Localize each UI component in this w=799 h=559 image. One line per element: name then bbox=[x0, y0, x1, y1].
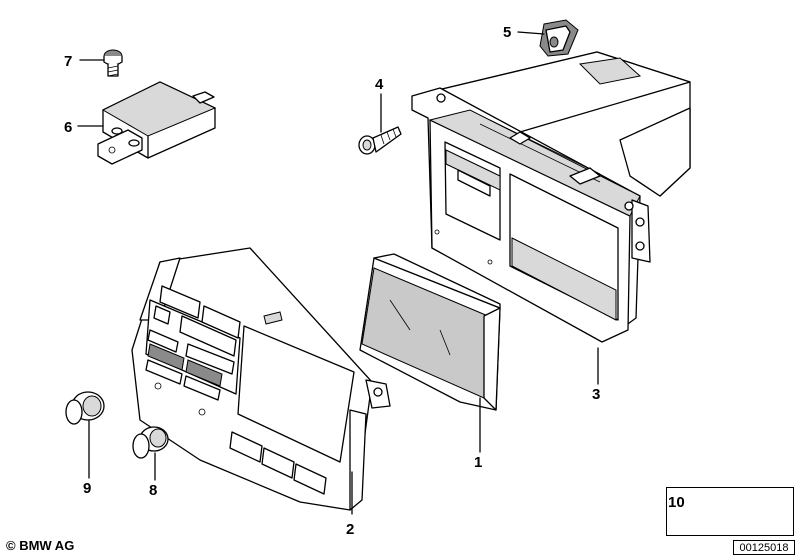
callout-5: 5 bbox=[503, 24, 511, 41]
callout-1: 1 bbox=[474, 454, 482, 471]
legend-box bbox=[666, 487, 794, 536]
part-9-knob bbox=[65, 391, 105, 425]
part-6-control-unit bbox=[97, 81, 217, 165]
legend-number: 10 bbox=[668, 494, 685, 511]
part-8-knob bbox=[132, 426, 169, 459]
callout-8: 8 bbox=[149, 482, 157, 499]
document-number: 00125018 bbox=[733, 540, 795, 555]
callout-3: 3 bbox=[592, 386, 600, 403]
part-3-housing bbox=[411, 51, 691, 343]
part-4-screw bbox=[358, 126, 402, 155]
part-2-front-panel bbox=[131, 247, 391, 511]
part-7-screw bbox=[103, 49, 123, 77]
callout-7: 7 bbox=[64, 53, 72, 70]
callout-6: 6 bbox=[64, 119, 72, 136]
part-1-display bbox=[359, 253, 501, 411]
leader-lines bbox=[77, 31, 599, 515]
copyright-label: © BMW AG bbox=[6, 538, 75, 553]
part-5-clip bbox=[539, 19, 579, 57]
callout-2: 2 bbox=[346, 521, 354, 538]
callout-4: 4 bbox=[375, 76, 384, 93]
callout-9: 9 bbox=[83, 480, 91, 497]
